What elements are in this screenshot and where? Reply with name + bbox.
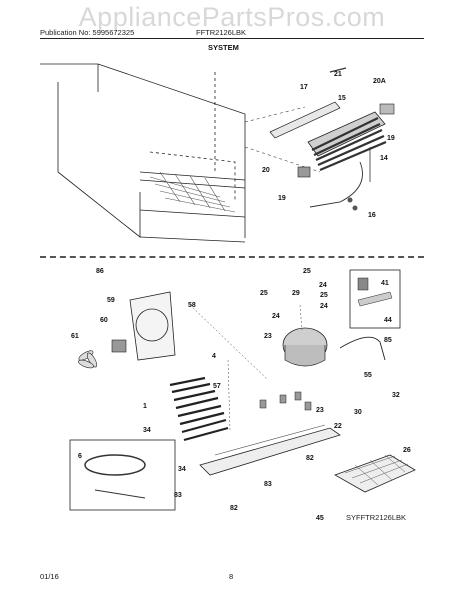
callout-6: 6: [78, 453, 82, 460]
diagram-code: SYFFTR2126LBK: [346, 513, 407, 522]
callout-30: 30: [354, 409, 362, 416]
condenser-coil: [169, 376, 229, 442]
callout-34b: 34: [178, 466, 186, 473]
callout-23b: 23: [316, 407, 324, 414]
callout-24a: 24: [319, 282, 327, 289]
fan-blade: [78, 350, 98, 369]
callout-15: 15: [338, 95, 346, 102]
tube-85: [339, 336, 386, 361]
callout-20: 20: [262, 167, 270, 174]
callout-19b: 19: [278, 195, 286, 202]
base-pan: [199, 427, 341, 476]
model-number: FFTR2126LBK: [196, 28, 247, 37]
lower-callouts: 86 59 58 25 25 24 29 41 25 24 60 61 24 4…: [71, 268, 411, 522]
callout-58: 58: [188, 302, 196, 309]
callout-26: 26: [403, 447, 411, 454]
callout-1: 1: [143, 403, 147, 410]
callout-34a: 34: [143, 427, 151, 434]
footer-page: 8: [229, 572, 234, 581]
footer-date: 01/16: [40, 572, 59, 581]
evaporator-coil: [269, 67, 395, 211]
callout-83b: 83: [264, 481, 272, 488]
callout-14: 14: [380, 155, 388, 162]
callout-24b: 24: [320, 303, 328, 310]
callout-25c: 25: [320, 292, 328, 299]
callout-82b: 82: [230, 505, 238, 512]
cabinet-outline: [40, 63, 246, 243]
watermark: AppliancePartsPros.com: [78, 2, 386, 32]
grommets: [259, 391, 312, 411]
fan-motor: [111, 339, 127, 353]
callout-32: 32: [392, 392, 400, 399]
callout-25b: 25: [260, 290, 268, 297]
header-rule: [40, 38, 424, 39]
callout-60: 60: [100, 317, 108, 324]
callout-23a: 23: [264, 333, 272, 340]
callout-82a: 82: [306, 455, 314, 462]
callout-24c: 24: [272, 313, 280, 320]
power-cord: [84, 454, 146, 476]
callout-44: 44: [384, 317, 392, 324]
callout-55: 55: [364, 372, 372, 379]
callout-20a: 20A: [373, 78, 386, 85]
callout-45: 45: [316, 515, 324, 522]
callout-83a: 83: [174, 492, 182, 499]
section-title: SYSTEM: [208, 43, 239, 52]
callout-4: 4: [212, 353, 216, 360]
section-divider: [40, 256, 424, 258]
fan-shroud: [129, 291, 176, 361]
callout-25a: 25: [303, 268, 311, 275]
callout-19a: 19: [387, 135, 395, 142]
callout-86: 86: [96, 268, 104, 275]
callout-21: 21: [334, 71, 342, 78]
upper-callouts: 21 20A 17 15 19 14 20 19 16: [262, 71, 395, 219]
lower-system-diagram: 86 59 58 25 25 24 29 41 25 24 60 61 24 4…: [69, 268, 416, 522]
callout-16: 16: [368, 212, 376, 219]
callout-29: 29: [292, 290, 300, 297]
kit-box: [349, 269, 401, 329]
callout-41: 41: [381, 280, 389, 287]
callout-61: 61: [71, 333, 79, 340]
callout-17: 17: [300, 84, 308, 91]
power-cord-box: [69, 439, 176, 511]
publication-number: Publication No: 5995672325: [40, 28, 135, 37]
upper-system-diagram: 21 20A 17 15 19 14 20 19 16: [40, 63, 395, 243]
callout-85: 85: [384, 337, 392, 344]
callout-59: 59: [107, 297, 115, 304]
callout-57: 57: [213, 383, 221, 390]
drain-pan: [334, 454, 416, 493]
callout-22: 22: [334, 423, 342, 430]
cabinet-grille: [149, 171, 236, 213]
